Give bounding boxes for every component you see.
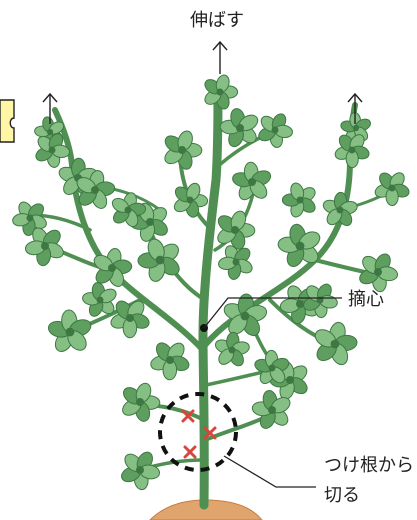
cut-leader-line <box>224 456 316 487</box>
leaf-icon <box>202 73 237 110</box>
leaf-icon <box>120 381 160 423</box>
leaf-icon <box>47 309 93 354</box>
up-arrow-icon <box>213 42 227 74</box>
leaf-icon <box>172 181 208 218</box>
leaf-icon <box>373 170 410 206</box>
leaf-icon <box>213 332 250 368</box>
leaf-icon <box>256 112 293 149</box>
leaf-icon <box>119 449 161 490</box>
leaf-group <box>12 73 411 490</box>
cut-label-line1: つけ根から <box>324 455 414 478</box>
leaf-icon <box>149 340 191 380</box>
leaf-icon <box>357 251 398 292</box>
leaf-icon <box>282 181 317 218</box>
cut-x-icon <box>185 447 195 457</box>
leaf-icon <box>218 244 255 281</box>
extend-label: 伸ばす <box>190 10 244 33</box>
note-tab-icon <box>0 100 14 142</box>
leaf-icon <box>162 129 202 171</box>
cut-label-line2: 切る <box>324 485 360 508</box>
pinch-label: 摘心 <box>348 289 384 312</box>
leaf-icon <box>312 321 357 367</box>
